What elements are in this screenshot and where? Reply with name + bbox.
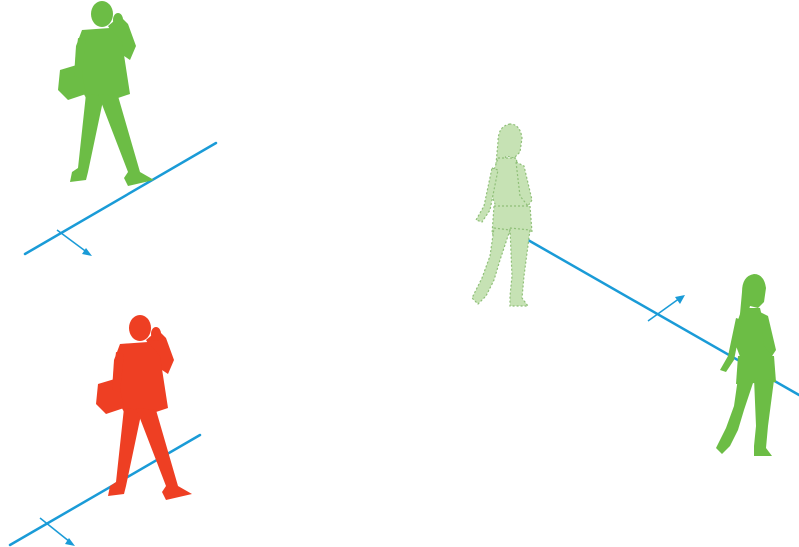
direction-arrow-down-right xyxy=(57,230,92,256)
person-woman-allowed xyxy=(716,274,776,456)
scene-woman-crossing xyxy=(472,124,799,456)
virtual-crossing-line xyxy=(25,143,216,254)
scene-man-crossing-alarm xyxy=(10,315,200,546)
person-man-allowed xyxy=(58,1,154,186)
scene-man-crossing-allowed xyxy=(25,1,216,256)
direction-arrow-up-right xyxy=(648,295,685,321)
person-woman-ghost-previous-position xyxy=(472,124,532,306)
direction-arrow-down-right xyxy=(40,518,75,546)
person-man-alarm xyxy=(96,315,192,500)
